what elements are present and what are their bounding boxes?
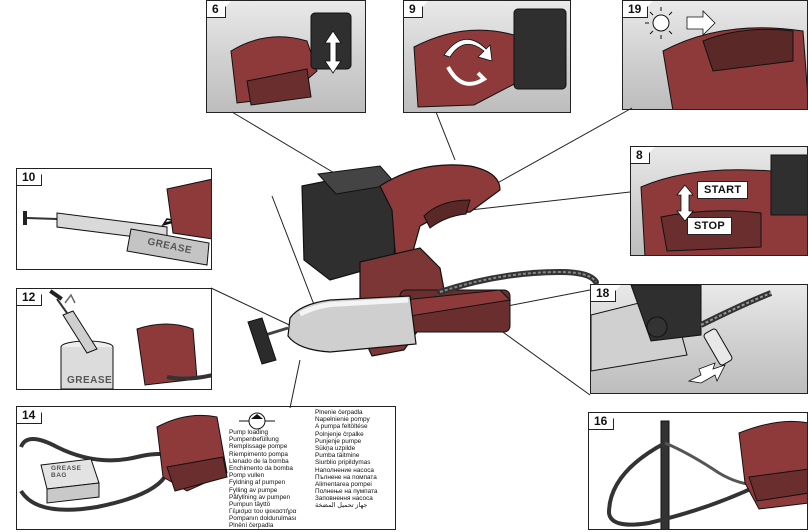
stop-label: STOP xyxy=(687,217,732,235)
connect-arrow-icon xyxy=(687,362,726,384)
panel-18-number: 18 xyxy=(591,285,624,302)
pump-loading-text: Llenado de la bomba xyxy=(229,457,289,465)
pump-symbol-icon xyxy=(239,412,275,430)
pump-loading-text: Pomp vullen xyxy=(229,472,265,480)
panel-19-number: 19 xyxy=(623,1,656,18)
panel-16: 16 xyxy=(588,412,808,530)
panel-18: 18 xyxy=(590,284,808,394)
main-t-handle-icon xyxy=(247,317,277,365)
panel-12-grease-label: GREASE xyxy=(67,375,113,386)
pump-loading-text: Pumpenbefüllung xyxy=(229,436,279,444)
pump-loading-text: Riempimento pompa xyxy=(229,450,288,458)
up-arrow-icon xyxy=(64,293,76,304)
rotate-arrow-icon xyxy=(443,39,493,62)
pump-loading-text: Fyldning af pumpen xyxy=(229,479,286,487)
pump-loading-text: جهاز تحميل المضخة xyxy=(315,502,368,510)
panel-19: 19 xyxy=(622,0,808,110)
pump-loading-text: Fylling av pumpe xyxy=(229,486,278,494)
panel-14-number: 14 xyxy=(17,407,50,424)
pump-loading-text: Полнење на пумпата xyxy=(315,488,378,496)
pump-loading-text: Polnjenje črpalke xyxy=(315,430,364,438)
pump-loading-text: Plnenie čerpadla xyxy=(315,409,363,416)
panel-9-number: 9 xyxy=(404,1,430,18)
pump-loading-text: Γέμισμα του ψεκαστήρα xyxy=(229,508,297,516)
panel-14-grease-box-label: GREASE BAG xyxy=(51,465,82,479)
pump-loading-text: Remplissage pompe xyxy=(229,443,288,451)
panel-12: GREASE 12 xyxy=(16,288,212,390)
panel-14: GREASE BAG Pump loading Pumpenbefüllung … xyxy=(16,406,396,530)
panel-8: START STOP 8 xyxy=(630,146,808,256)
panel-6: 6 xyxy=(206,0,366,113)
pump-loading-translations-col2: Plnenie čerpadla Napełnienie pompy A pum… xyxy=(315,409,377,510)
pump-loading-text: Påfyllning av pumpen xyxy=(229,493,291,501)
right-arrow-icon xyxy=(686,10,716,36)
panel-9: 9 xyxy=(403,0,571,113)
up-down-arrow-icon xyxy=(324,30,342,74)
pump-loading-text: Заповнення насоса xyxy=(315,495,373,503)
pump-loading-text: Siurblio pripildymas xyxy=(315,459,371,467)
pump-loading-text: Napełnienie pompy xyxy=(315,416,370,424)
pump-loading-text: Пълнене на помпата xyxy=(315,473,377,481)
pump-loading-text: Pump loading xyxy=(229,429,269,436)
panel-12-number: 12 xyxy=(17,289,50,306)
start-label: START xyxy=(697,181,749,199)
panel-16-number: 16 xyxy=(589,413,622,430)
pump-loading-text: Pompanın doldurulması xyxy=(229,515,297,523)
light-icon xyxy=(645,7,673,39)
pump-loading-text: A pumpa feltöltése xyxy=(315,423,368,431)
pump-loading-text: Pumpun täyttö xyxy=(229,500,271,508)
pump-loading-text: Enchimento da bomba xyxy=(229,464,293,472)
pump-loading-text: Sūkņa uzpilde xyxy=(315,444,356,452)
pump-loading-text: Alimentarea pompei xyxy=(315,480,372,488)
pump-loading-text: Punjenje pumpe xyxy=(315,437,362,445)
pump-loading-text: Наполнение насоса xyxy=(315,466,374,474)
panel-10: GREASE 10 xyxy=(16,168,212,270)
trigger-arrow-icon xyxy=(676,184,694,222)
panel-6-number: 6 xyxy=(207,1,233,18)
panel-10-number: 10 xyxy=(17,169,50,186)
pump-loading-text: Plnění čerpadla xyxy=(229,522,274,530)
pump-loading-translations-col1: Pump loading Pumpenbefüllung Remplissage… xyxy=(229,429,297,530)
pump-loading-text: Pumbа täitmine xyxy=(315,452,360,460)
panel-8-number: 8 xyxy=(631,147,657,164)
